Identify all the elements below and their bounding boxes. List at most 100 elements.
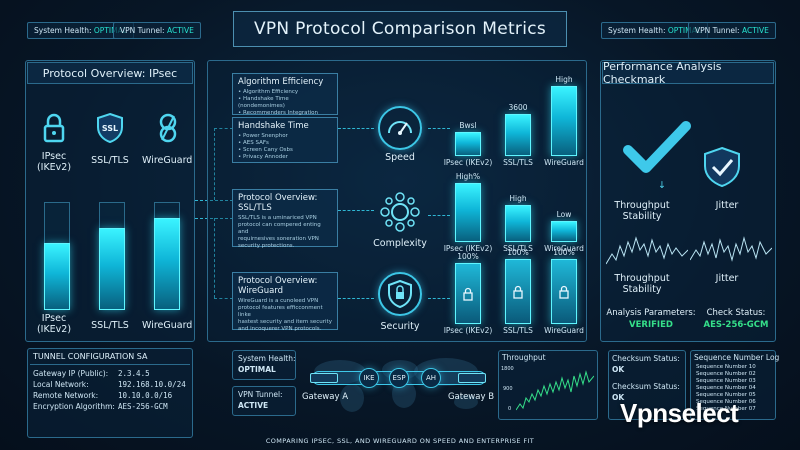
- protocol-bar-ipsec: [44, 243, 70, 310]
- ssl-shield-icon: SSL: [96, 112, 124, 144]
- metric-category-label: IPsec (IKEv2): [443, 244, 493, 253]
- tunnel-node-esp: ESP: [389, 368, 409, 388]
- check-status-label: Check Status:: [706, 308, 766, 318]
- bar-label-ipsec: IPsec (IKEv2): [36, 313, 72, 335]
- sequence-line: Sequence Number 04: [696, 385, 756, 391]
- sequence-line: Sequence Number 02: [696, 371, 756, 377]
- status-value: ACTIVE: [166, 26, 194, 35]
- metric-category-label: WireGuard: [544, 244, 584, 253]
- arrow-down-icon: ↓: [658, 180, 666, 191]
- info-line: hastest security and item security: [238, 319, 332, 325]
- performance-analysis-title: Performance Analysis Checkmark: [602, 60, 774, 86]
- metric-bar-complexity-2: [551, 221, 577, 242]
- metric-value-label: 100%: [507, 248, 529, 257]
- bar-label-ssl: SSL/TLS: [91, 320, 129, 331]
- info-line: SSL/TLS is a uminariced VPN: [238, 215, 317, 221]
- status-label: VPN Tunnel:: [120, 26, 165, 35]
- checksum-panel: [608, 350, 686, 420]
- info-box-handshake-time: Handshake Time • Power Snenphor • AES SA…: [232, 117, 338, 163]
- connector-line: [428, 215, 450, 216]
- metric-category-label: SSL/TLS: [503, 158, 533, 167]
- throughput-stability-label: Throughput Stability: [614, 273, 670, 295]
- info-line: protocol can compered enting and: [238, 222, 321, 235]
- metric-value-label: High: [509, 194, 527, 203]
- metric-bar-complexity-1: [505, 205, 531, 242]
- gateway-a-router-icon: [310, 373, 338, 383]
- metric-label-speed: Speed: [385, 152, 415, 163]
- config-value: 2.3.4.5: [118, 369, 150, 378]
- metric-value-label: High: [555, 75, 573, 84]
- jitter-label: Jitter: [715, 273, 739, 284]
- protocol-label-wireguard: WireGuard: [142, 155, 193, 166]
- status-system-health-left: System Health: OPTIMAL: [27, 22, 134, 39]
- gateway-b-label: Gateway B: [447, 392, 495, 402]
- analysis-parameters-label: Analysis Parameters:: [606, 308, 696, 318]
- jitter-label: Jitter: [715, 200, 739, 211]
- tunnel-node-ah: AH: [421, 368, 441, 388]
- brand-logo: Vpnselect: [620, 398, 739, 428]
- speedometer-icon: [378, 106, 422, 150]
- sequence-line: Sequence Number 07: [696, 406, 756, 412]
- performance-analysis-panel: [600, 60, 776, 342]
- info-line: and incoquerer VPN protocols.: [238, 326, 322, 332]
- metric-bar-complexity-0: [455, 183, 481, 242]
- metric-value-label: 100%: [553, 248, 575, 257]
- shield-check-icon: [702, 146, 742, 188]
- lock-icon: [43, 113, 65, 143]
- protocol-overview-title: Protocol Overview: IPsec: [27, 62, 193, 84]
- protocol-bar-ssl: [99, 228, 125, 310]
- throughput-line-chart: [515, 364, 595, 414]
- config-key: Local Network:: [33, 380, 89, 389]
- metric-value-label: 100%: [457, 252, 479, 261]
- metric-value-label: Low: [556, 210, 572, 219]
- metric-category-label: IPsec (IKEv2): [443, 158, 493, 167]
- checksum-label: Checksum Status:: [612, 382, 680, 391]
- page-title: VPN Protocol Comparison Metrics: [233, 11, 567, 47]
- connector-line: [338, 298, 374, 299]
- config-value: 10.10.0.0/16: [118, 391, 173, 400]
- config-key: Remote Network:: [33, 391, 99, 400]
- sequence-line: Sequence Number 06: [696, 399, 756, 405]
- metric-label-complexity: Complexity: [373, 238, 427, 249]
- connector-line: [338, 128, 374, 129]
- status-label: VPN Tunnel:: [695, 26, 740, 35]
- status-label: System Health:: [238, 354, 296, 363]
- status-vpn-tunnel-right: VPN Tunnel: ACTIVE: [688, 22, 776, 39]
- protocol-label-ipsec: IPsec (IKEv2): [36, 151, 72, 173]
- checksum-label: Checksum Status:: [612, 354, 680, 363]
- metric-category-label: WireGuard: [544, 326, 584, 335]
- throughput-chart-panel: [498, 350, 598, 420]
- status-value: OPTIMAL: [238, 365, 276, 374]
- config-key: Gateway IP (Public):: [33, 369, 109, 378]
- shield-lock-icon: [378, 272, 422, 316]
- protocol-label-ssl: SSL/TLS: [91, 155, 129, 166]
- metric-bar-speed-2: [551, 86, 577, 156]
- info-line: WireGuard is a cunoleed VPN: [238, 298, 319, 304]
- status-label: VPN Tunnel:: [238, 390, 283, 399]
- checksum-value: OK: [612, 365, 625, 374]
- status-label: System Health:: [608, 26, 666, 35]
- metric-category-label: SSL/TLS: [503, 244, 533, 253]
- info-line: requirnesives soneration VPN: [238, 236, 319, 242]
- info-box-algorithm-efficiency: Algorithm Efficiency • Algorithm Efficie…: [232, 73, 338, 116]
- sequence-log-panel: [690, 350, 776, 420]
- sequence-line: Sequence Number 05: [696, 392, 756, 398]
- gateway-b-router-icon: [458, 373, 486, 383]
- metric-bar-security-0: [455, 263, 481, 324]
- footer-caption: COMPARING IPSEC, SSL, AND WIREGUARD ON S…: [265, 437, 535, 445]
- metric-category-label: SSL/TLS: [503, 326, 533, 335]
- info-line: security protections.: [238, 243, 295, 249]
- info-line: • Privacy Annoder: [238, 154, 288, 160]
- gateway-a-label: Gateway A: [301, 392, 349, 402]
- status-value: OPTIMAL: [93, 26, 127, 35]
- metric-bar-speed-1: [505, 114, 531, 156]
- info-line: • Recommenders Integration: [238, 110, 318, 116]
- info-box-title: Handshake Time: [238, 121, 309, 131]
- metric-category-label: IPsec (IKEv2): [443, 326, 493, 335]
- connector-line: [214, 128, 215, 200]
- status-system-health-right: System Health: OPTIMAL: [601, 22, 708, 39]
- analysis-parameters-value: VERIFIED: [629, 320, 673, 330]
- throughput-sparkline: [605, 224, 689, 270]
- info-line: • AES SAFs: [238, 140, 269, 146]
- metric-value-label: High%: [455, 172, 481, 181]
